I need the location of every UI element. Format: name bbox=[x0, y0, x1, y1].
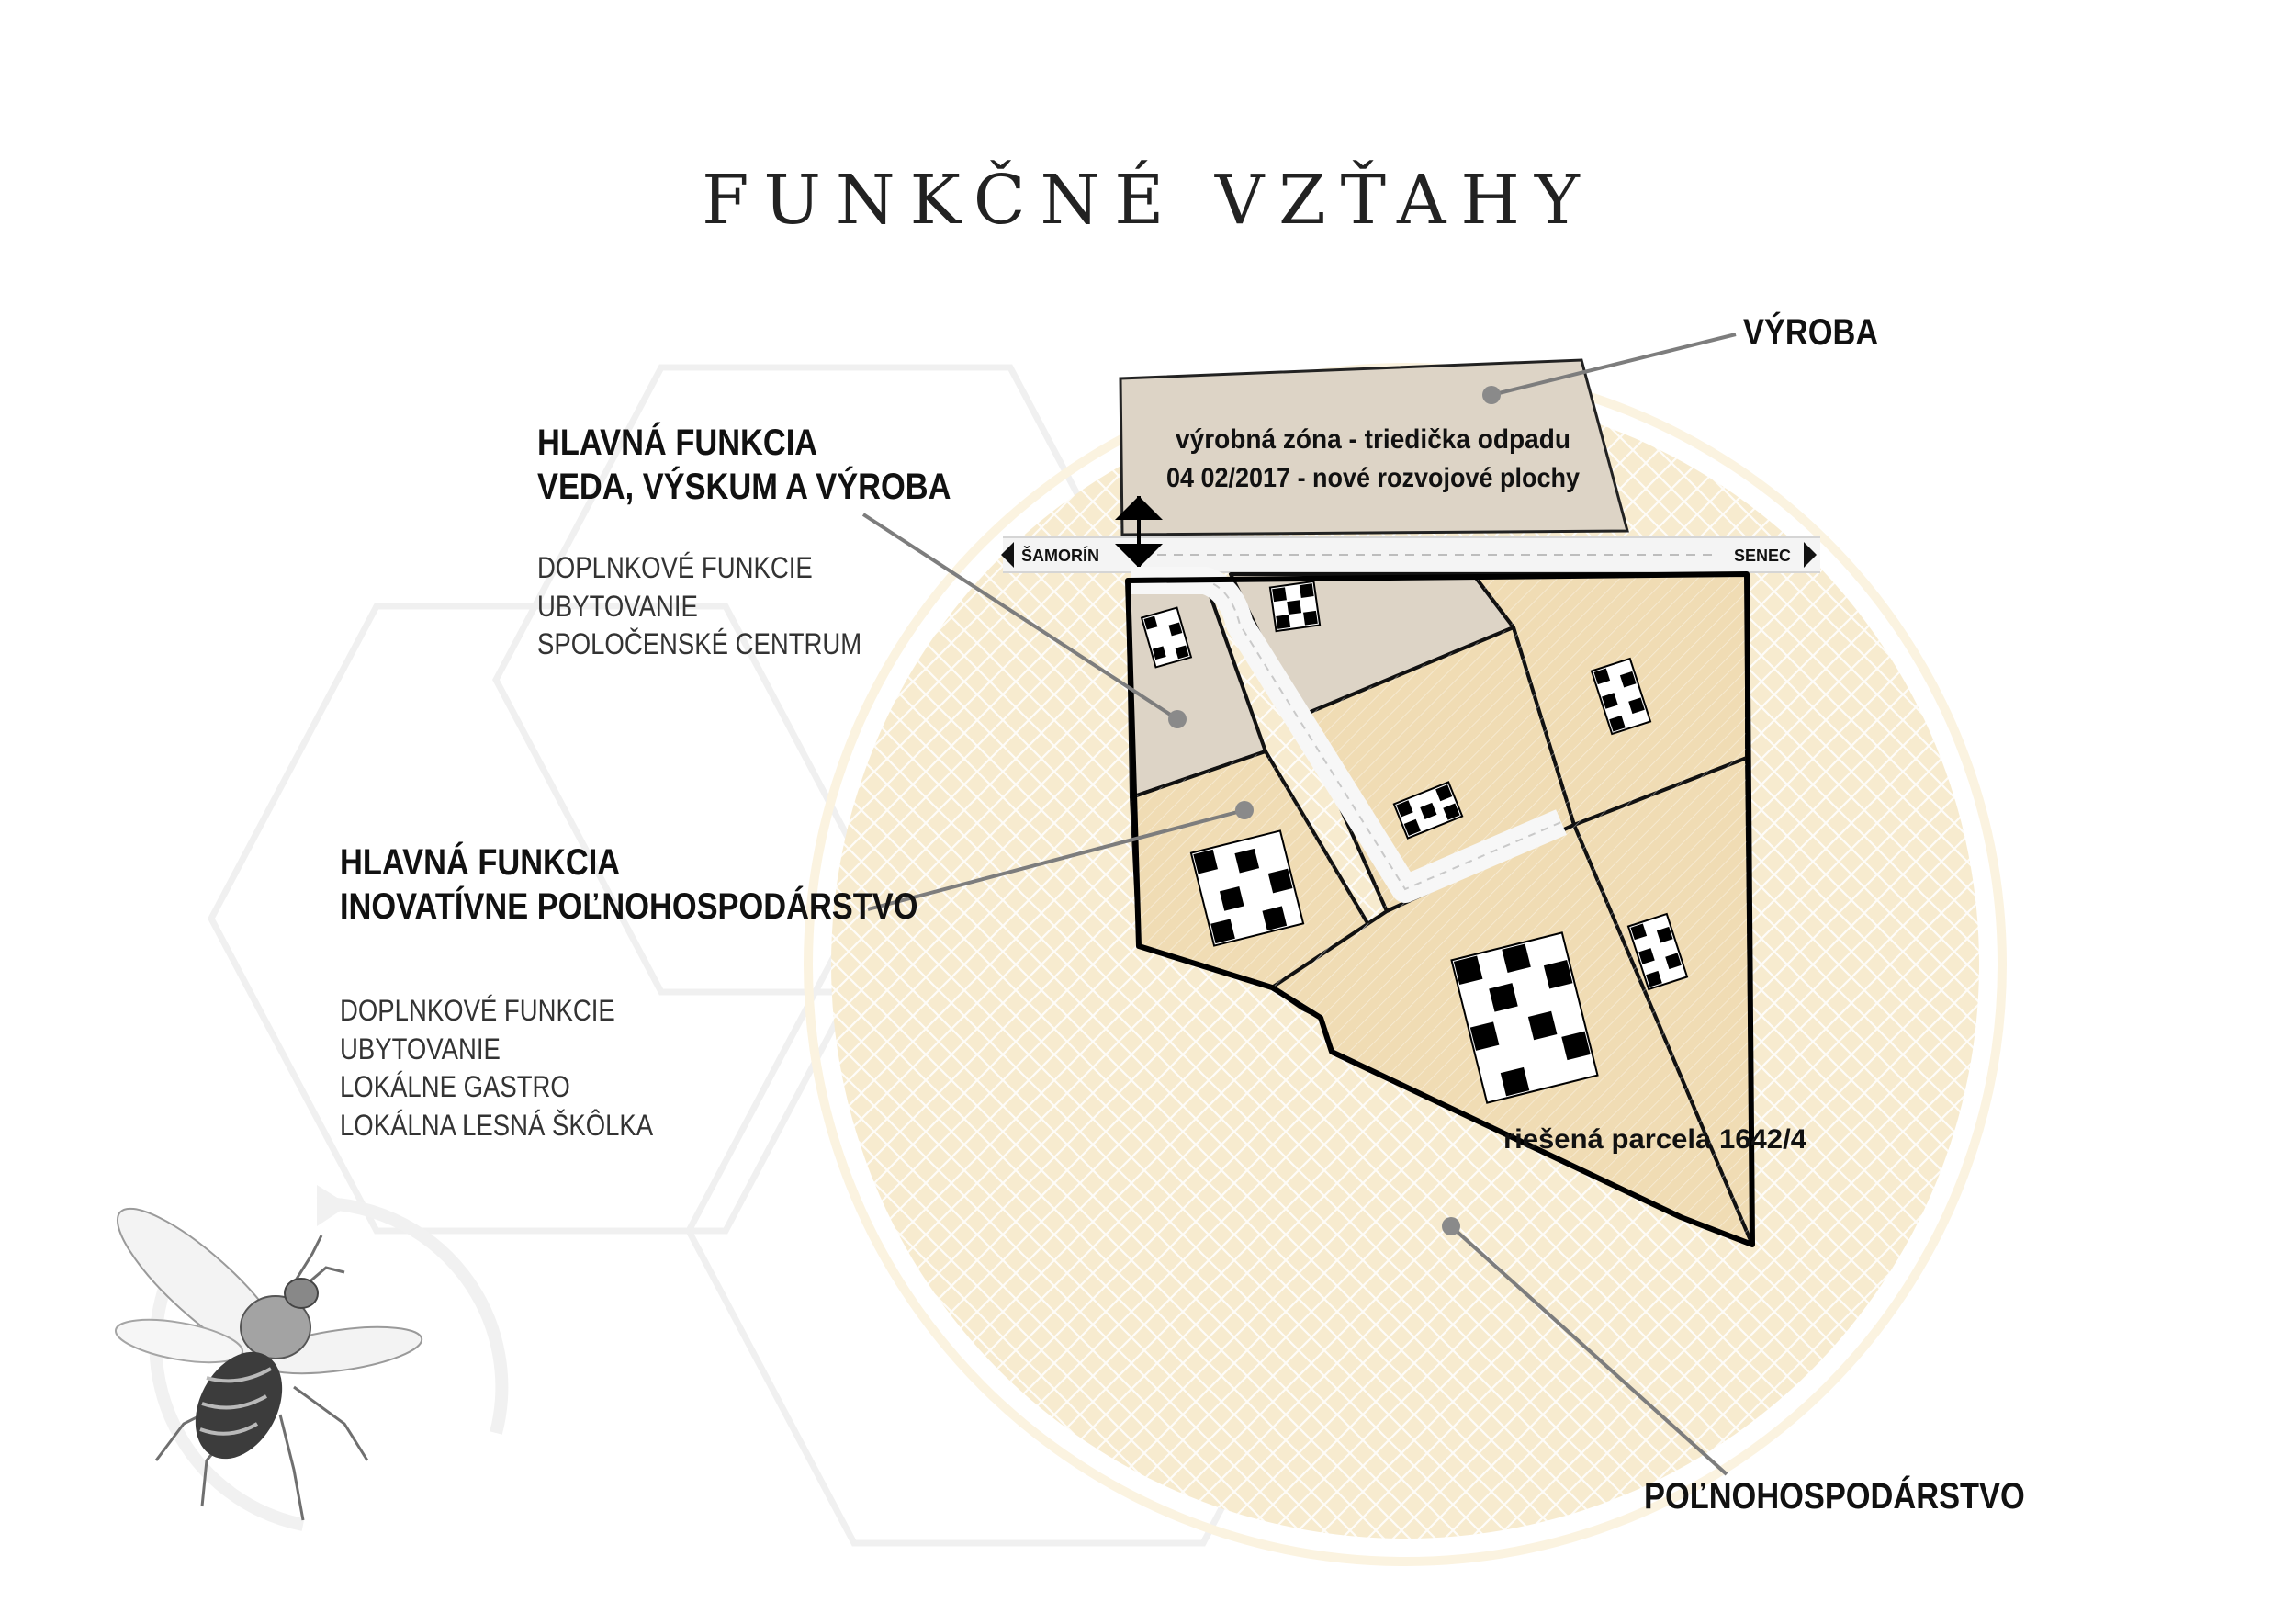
building-block bbox=[1189, 829, 1305, 947]
page-title: FUNKČNÉ VZŤAHY bbox=[702, 161, 1594, 240]
dot-veda bbox=[1168, 710, 1187, 728]
hexagon-middle bbox=[208, 603, 895, 1235]
bee-wing-left-lower bbox=[114, 1318, 244, 1364]
arrow-right-icon bbox=[1804, 542, 1817, 568]
science-function-heading: HLAVNÁ FUNKCIA VEDA, VÝSKUM A VÝROBA bbox=[537, 421, 951, 509]
leader-vyroba bbox=[1491, 333, 1737, 397]
parcel-outline bbox=[1125, 571, 1755, 1247]
diamond-icon-lower bbox=[1115, 544, 1163, 568]
bee-head bbox=[284, 1278, 319, 1309]
dot-agro bbox=[1235, 801, 1254, 819]
building-block bbox=[1140, 606, 1193, 669]
leader-dots bbox=[1168, 386, 1501, 1235]
agro-supplementary-functions: DOPLNKOVÉ FUNKCIE UBYTOVANIE LOKÁLNE GAS… bbox=[340, 992, 653, 1145]
building-block bbox=[1392, 781, 1464, 840]
agro-function-heading: HLAVNÁ FUNKCIA INOVATÍVNE POĽNOHOSPODÁRS… bbox=[340, 840, 917, 929]
arrow-left-icon bbox=[1001, 542, 1014, 568]
agro-sub-line-2: UBYTOVANIE bbox=[340, 1032, 501, 1066]
bee-icon bbox=[114, 1207, 423, 1521]
building-block bbox=[1450, 931, 1599, 1104]
agro-sub-line-3: LOKÁLNE GASTRO bbox=[340, 1070, 570, 1104]
bee-thorax bbox=[240, 1295, 311, 1359]
science-sub-line-3: SPOLOČENSKÉ CENTRUM bbox=[537, 627, 862, 661]
leader-polnohospodarstvo bbox=[1449, 1224, 1728, 1476]
leader-agro bbox=[867, 808, 1245, 911]
agro-sub-line-4: LOKÁLNA LESNÁ ŠKÔLKA bbox=[340, 1108, 654, 1142]
building-block bbox=[1268, 580, 1322, 633]
leader-lines bbox=[861, 333, 1737, 1476]
production-zone-label-2: 04 02/2017 - nové rozvojové plochy bbox=[1166, 463, 1580, 493]
dot-vyroba bbox=[1482, 386, 1501, 404]
building-blocks bbox=[1140, 580, 1689, 1104]
science-heading-line-2: VEDA, VÝSKUM A VÝROBA bbox=[537, 467, 951, 507]
recycle-arrow-arc-right bbox=[316, 1196, 509, 1435]
road-label-samorin: ŠAMORÍN bbox=[1021, 546, 1099, 565]
science-sub-line-2: UBYTOVANIE bbox=[537, 589, 698, 623]
agriculture-heading: POĽNOHOSPODÁRSTVO bbox=[1644, 1474, 2025, 1518]
agro-sub-line-1: DOPLNKOVÉ FUNKCIE bbox=[340, 994, 615, 1027]
science-supplementary-functions: DOPLNKOVÉ FUNKCIE UBYTOVANIE SPOLOČENSKÉ… bbox=[537, 549, 861, 664]
agro-heading-line-2: INOVATÍVNE POĽNOHOSPODÁRSTVO bbox=[340, 886, 918, 927]
junction-marker bbox=[1115, 496, 1163, 570]
road-label-senec: SENEC bbox=[1734, 547, 1791, 565]
recycle-arrow-head-icon bbox=[317, 1185, 349, 1226]
parcel-label: riešená parcela 1642/4 bbox=[1503, 1124, 1806, 1155]
building-block bbox=[1626, 912, 1689, 991]
vyroba-heading: VÝROBA bbox=[1743, 310, 1878, 355]
agro-heading-line-1: HLAVNÁ FUNKCIA bbox=[340, 842, 621, 883]
diamond-icon bbox=[1115, 496, 1163, 520]
science-sub-line-1: DOPLNKOVÉ FUNKCIE bbox=[537, 551, 813, 584]
building-block bbox=[1590, 657, 1652, 736]
agriculture-heading-text: POĽNOHOSPODÁRSTVO bbox=[1644, 1476, 2025, 1517]
vyroba-heading-text: VÝROBA bbox=[1743, 312, 1879, 353]
science-heading-line-1: HLAVNÁ FUNKCIA bbox=[537, 423, 818, 463]
leader-veda bbox=[861, 513, 1179, 721]
dot-polnohospodarstvo bbox=[1442, 1217, 1460, 1235]
production-zone-label-1: výrobná zóna - triedička odpadu bbox=[1176, 424, 1570, 455]
production-zone bbox=[1119, 358, 1629, 536]
